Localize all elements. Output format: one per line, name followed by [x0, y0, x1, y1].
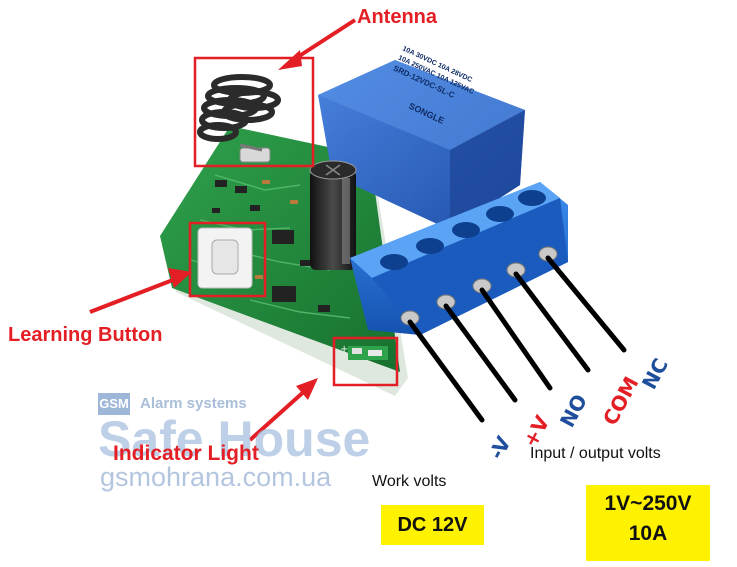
learning-button-label: Learning Button — [8, 324, 163, 346]
watermark-url: gsmohrana.com.ua — [100, 462, 332, 492]
indicator-highlight — [332, 336, 399, 387]
work-volts-label: Work volts — [372, 473, 447, 490]
pcb-plus-text: + — [340, 344, 348, 355]
learning-button-part — [197, 227, 253, 289]
callout-arrows — [89, 18, 357, 442]
watermark-gsm: GSM — [98, 393, 130, 415]
amps-text: 10A — [628, 522, 668, 545]
pcb-minus-text: - — [340, 360, 344, 371]
ac-rating-box: 1V~250V 10A — [586, 485, 710, 561]
relay: SONGLE SRD-12VDC-SL-C 10A 250VAC 10A 125… — [318, 45, 525, 230]
capacitor — [309, 160, 357, 270]
io-volts-label: Input / output volts — [530, 445, 661, 462]
dc-voltage-box: DC 12V — [381, 505, 484, 545]
antenna-highlight — [193, 56, 315, 168]
watermark-alarm: Alarm systems — [140, 395, 247, 412]
highlight-boxes — [188, 56, 399, 387]
antenna-coil — [197, 74, 281, 152]
watermark-brand: Safe House — [98, 411, 371, 467]
ac-range-text: 1V~250V — [604, 492, 692, 515]
wires — [407, 255, 627, 423]
learning-button-highlight — [188, 221, 267, 298]
indicator-led-part: - + — [340, 344, 388, 371]
antenna-label: Antenna — [357, 6, 437, 28]
terminal-block — [350, 182, 568, 335]
indicator-light-label: Indicator Light — [113, 442, 259, 465]
